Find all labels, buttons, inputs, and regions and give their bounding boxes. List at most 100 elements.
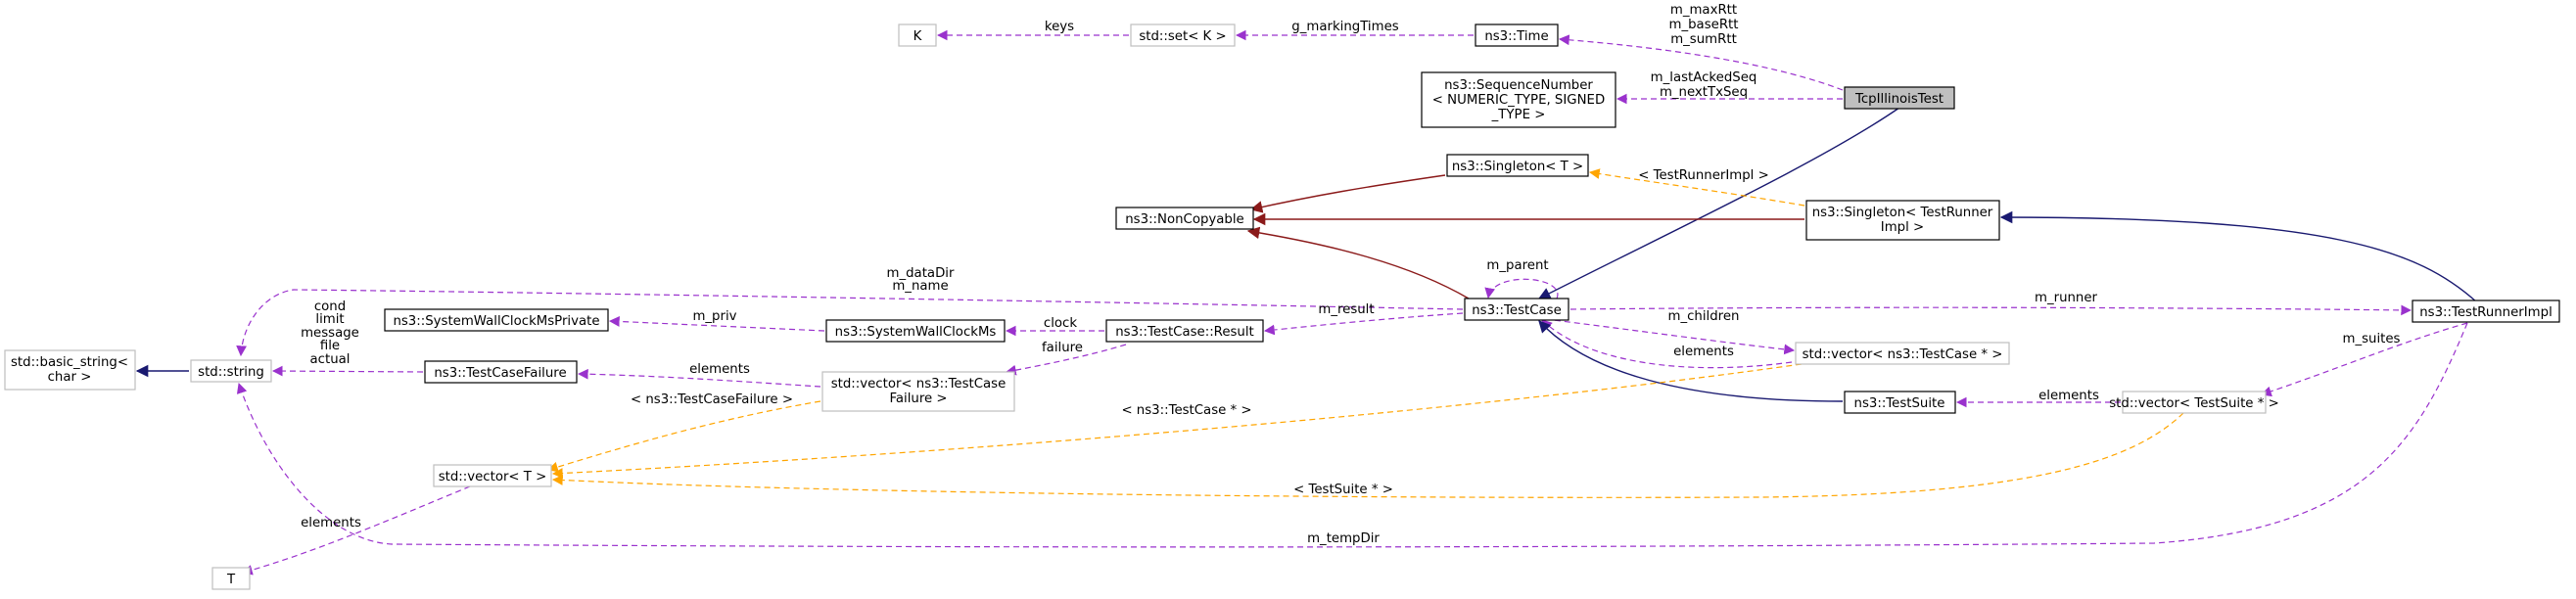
node-std-set[interactable]: std::set< K >	[1130, 23, 1236, 47]
label-testsuite-ptr-tmpl: < TestSuite * >	[1293, 483, 1393, 497]
node-singleton-t[interactable]: ns3::Singleton< T >	[1446, 154, 1589, 177]
node-testcase-result[interactable]: ns3::TestCase::Result	[1105, 319, 1264, 343]
label-m-nexttxseq: m_nextTxSeq	[1660, 85, 1748, 100]
edge-singleton-template	[1588, 168, 1805, 207]
node-testsuite-label: ns3::TestSuite	[1854, 396, 1945, 411]
edge-m-runner	[1569, 304, 2412, 316]
node-singleton-testrunnerimpl-line1: ns3::Singleton< TestRunner	[1812, 206, 1993, 220]
node-sequence-number-line3: _TYPE >	[1491, 108, 1546, 122]
label-tcf-tmpl: < ns3::TestCaseFailure >	[631, 392, 793, 407]
node-testrunnerimpl-label: ns3::TestRunnerImpl	[2419, 305, 2553, 320]
label-m-datadir: m_dataDir	[887, 266, 955, 281]
node-vector-testcasefailure-line2: Failure >	[889, 392, 947, 406]
label-elements-t: elements	[301, 516, 361, 530]
edge-testsuiteptr-template	[551, 412, 2184, 498]
node-t-label: T	[226, 573, 236, 587]
label-m-lastackedseq: m_lastAckedSeq	[1651, 70, 1757, 85]
label-singleton-tmpl: < TestRunnerImpl >	[1638, 168, 1769, 183]
node-sequence-number-line2: < NUMERIC_TYPE, SIGNED	[1432, 93, 1605, 108]
node-wallclock-private[interactable]: ns3::SystemWallClockMsPrivate	[384, 308, 609, 332]
node-vector-t-label: std::vector< T >	[439, 470, 547, 484]
edge-elements-failure	[577, 368, 821, 388]
node-vector-testsuite-ptr-label: std::vector< TestSuite * >	[2109, 396, 2278, 411]
label-m-name: m_name	[892, 279, 948, 294]
node-singleton-testrunnerimpl[interactable]: ns3::Singleton< TestRunner Impl >	[1805, 200, 2000, 241]
label-actual: actual	[310, 352, 351, 367]
edge-m-children	[1544, 318, 1796, 355]
node-k-label: K	[913, 29, 922, 44]
label-clock: clock	[1044, 316, 1077, 331]
edges	[135, 29, 2478, 576]
label-m-maxrtt: m_maxRtt	[1670, 3, 1737, 18]
node-testcase-result-label: ns3::TestCase::Result	[1115, 325, 1254, 340]
edge-testcase-noncopyable	[1246, 226, 1470, 300]
label-elements-tc: elements	[1673, 345, 1734, 359]
node-k[interactable]: K	[898, 23, 937, 47]
label-m-priv: m_priv	[692, 309, 736, 324]
node-sequence-number[interactable]: ns3::SequenceNumber < NUMERIC_TYPE, SIGN…	[1421, 71, 1616, 128]
edge-tcf-template	[546, 400, 821, 473]
label-keys: keys	[1045, 20, 1074, 34]
node-std-string[interactable]: std::string	[190, 359, 272, 383]
node-vector-testcase-ptr-label: std::vector< ns3::TestCase * >	[1803, 347, 2003, 362]
edge-runner-singleton	[1999, 210, 2478, 303]
node-tcp-illinois-test-label: TcpIllinoisTest	[1854, 92, 1944, 107]
label-m-result: m_result	[1318, 302, 1374, 317]
label-g-markingtimes: g_markingTimes	[1291, 20, 1398, 34]
label-elements-failure: elements	[689, 362, 750, 377]
edge-m-priv	[608, 316, 825, 332]
label-m-basertt: m_baseRtt	[1669, 18, 1739, 32]
label-file: file	[320, 339, 340, 353]
node-tcp-illinois-test[interactable]: TcpIllinoisTest	[1844, 86, 1955, 110]
edge-tcptr-template	[551, 363, 1803, 479]
label-m-runner: m_runner	[2035, 291, 2098, 305]
node-sequence-number-line1: ns3::SequenceNumber	[1444, 78, 1593, 93]
edge-time-members	[1558, 34, 1844, 91]
node-vector-testcase-ptr[interactable]: std::vector< ns3::TestCase * >	[1795, 342, 2010, 365]
node-vector-testsuite-ptr[interactable]: std::vector< TestSuite * >	[2109, 391, 2279, 414]
node-std-string-label: std::string	[198, 365, 264, 380]
edge-m-result	[1263, 312, 1464, 336]
node-noncopyable[interactable]: ns3::NonCopyable	[1115, 207, 1254, 230]
node-testrunnerimpl[interactable]: ns3::TestRunnerImpl	[2412, 300, 2560, 323]
label-m-children: m_children	[1668, 309, 1740, 324]
edge-m-tempdir	[236, 322, 2468, 548]
edge-m-parent	[1484, 278, 1559, 300]
node-ns3-time[interactable]: ns3::Time	[1475, 23, 1559, 47]
label-m-suites: m_suites	[2343, 332, 2401, 346]
label-m-sumrtt: m_sumRtt	[1670, 32, 1737, 47]
node-vector-testcasefailure[interactable]: std::vector< ns3::TestCase Failure >	[821, 371, 1015, 412]
node-testcase[interactable]: ns3::TestCase	[1464, 298, 1569, 321]
edge-singleton-noncopyable	[1249, 174, 1446, 213]
node-basic-string[interactable]: std::basic_string< char >	[4, 349, 136, 391]
node-testcasefailure-label: ns3::TestCaseFailure	[434, 366, 566, 381]
label-failure: failure	[1042, 341, 1083, 355]
edge-string-members	[236, 289, 1464, 357]
node-singleton-t-label: ns3::Singleton< T >	[1452, 160, 1583, 174]
label-m-parent: m_parent	[1486, 258, 1548, 273]
node-basic-string-line1: std::basic_string<	[11, 355, 128, 370]
label-cond: cond	[314, 300, 346, 314]
edge-m-suites	[2260, 322, 2468, 397]
node-testcasefailure[interactable]: ns3::TestCaseFailure	[424, 360, 578, 384]
label-tc-ptr-tmpl: < ns3::TestCase * >	[1121, 403, 1251, 418]
edge-string-fields	[271, 365, 424, 377]
node-wallclock[interactable]: ns3::SystemWallClockMs	[825, 319, 1006, 343]
node-std-set-label: std::set< K >	[1139, 29, 1226, 44]
label-limit: limit	[315, 312, 344, 327]
edge-failure	[1005, 344, 1127, 376]
edge-labels: keys g_markingTimes m_maxRtt m_baseRtt m…	[301, 3, 2400, 546]
label-message: message	[301, 326, 359, 341]
node-testsuite[interactable]: ns3::TestSuite	[1844, 391, 1956, 414]
node-wallclock-label: ns3::SystemWallClockMs	[835, 325, 997, 340]
node-t[interactable]: T	[211, 567, 251, 590]
node-basic-string-line2: char >	[48, 370, 92, 385]
node-vector-t[interactable]: std::vector< T >	[433, 464, 552, 487]
edge-testsuite-testcase	[1538, 320, 1844, 402]
node-ns3-time-label: ns3::Time	[1484, 29, 1548, 44]
node-wallclock-private-label: ns3::SystemWallClockMsPrivate	[393, 314, 599, 329]
label-elements-suite: elements	[2038, 389, 2099, 403]
edge-elements-t	[241, 485, 471, 576]
node-testcase-label: ns3::TestCase	[1472, 303, 1562, 318]
